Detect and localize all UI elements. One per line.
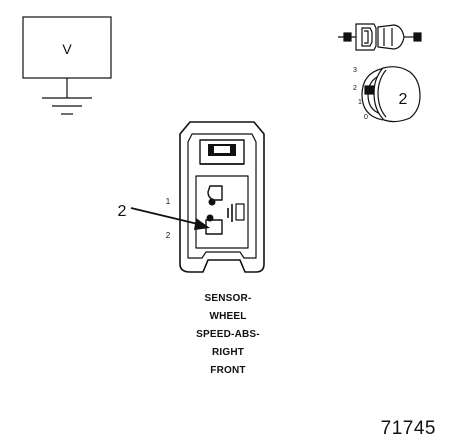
component-label-line-5: FRONT xyxy=(210,365,246,376)
component-label: SENSOR- WHEEL SPEED-ABS- RIGHT FRONT xyxy=(168,290,288,380)
switch-scale-2: 2 xyxy=(353,85,357,92)
component-label-line-4: RIGHT xyxy=(211,347,245,358)
voltmeter-symbol-label: V xyxy=(62,41,72,57)
switch-position-number: 2 xyxy=(399,91,408,108)
adapter-icon xyxy=(338,23,422,51)
switch-scale-1: 1 xyxy=(358,99,362,106)
component-label-line-2: WHEEL xyxy=(209,311,247,322)
callout-arrow xyxy=(130,207,210,230)
callout-number: 2 xyxy=(118,203,127,220)
position-switch-icon xyxy=(361,66,421,123)
switch-scale-3: 3 xyxy=(353,67,357,74)
sensor-connector xyxy=(179,121,265,273)
component-label-line-1: SENSOR- xyxy=(204,293,252,304)
connector-pin-1 xyxy=(207,185,223,201)
figure-number: 71745 xyxy=(380,418,436,439)
connector-pin-label-2: 2 xyxy=(166,231,171,240)
switch-scale-0: 0 xyxy=(364,114,368,121)
connector-housing xyxy=(179,121,265,273)
voltmeter-symbol xyxy=(22,16,112,115)
switch-knob xyxy=(373,66,421,123)
component-label-line-3: SPEED-ABS- xyxy=(196,329,260,340)
switch-pointer xyxy=(364,85,375,95)
connector-pin-2 xyxy=(205,219,223,235)
connector-pin-label-1: 1 xyxy=(166,197,171,206)
